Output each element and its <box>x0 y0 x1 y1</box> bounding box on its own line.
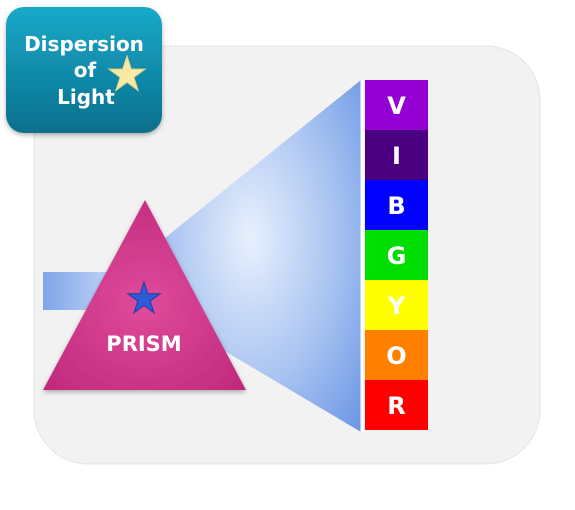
spectrum-band-y <box>365 280 428 330</box>
star-icon <box>107 54 147 92</box>
spectrum-letter-b: B <box>387 192 405 220</box>
spectrum-letter-o: O <box>386 342 406 370</box>
dispersed-light-cone <box>160 80 361 432</box>
badge-line-3: Light <box>57 85 115 109</box>
spectrum-band-b <box>365 180 428 230</box>
spectrum-band-o <box>365 330 428 380</box>
prism-label: PRISM <box>106 332 181 356</box>
spectrum-letter-y: Y <box>387 292 406 320</box>
spectrum-band-i <box>365 130 428 180</box>
badge-background <box>6 7 162 133</box>
title-badge <box>6 7 162 133</box>
badge-line-2: of <box>74 58 97 82</box>
star-icon <box>126 280 162 315</box>
spectrum-letter-i: I <box>392 142 401 170</box>
spectrum-band-v <box>365 80 428 130</box>
spectrum-letter-r: R <box>387 392 405 420</box>
spectrum-letter-v: V <box>387 92 406 120</box>
spectrum-band-r <box>365 380 428 430</box>
badge-line-1: Dispersion <box>24 32 144 56</box>
spectrum-band-g <box>365 230 428 280</box>
spectrum-letter-g: G <box>387 242 407 270</box>
